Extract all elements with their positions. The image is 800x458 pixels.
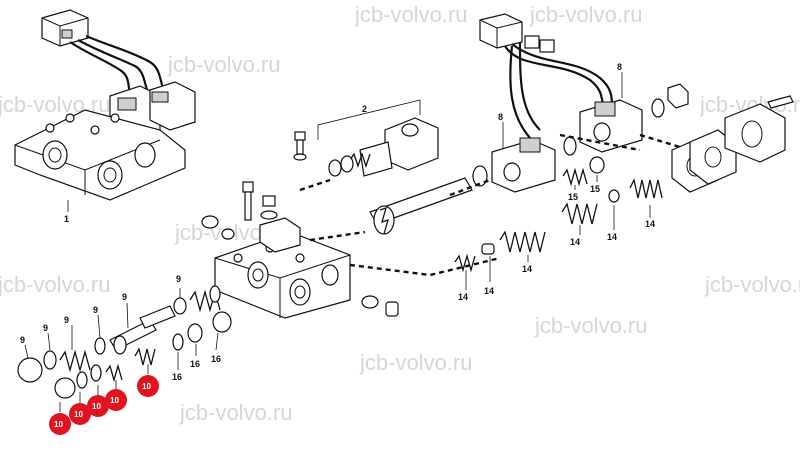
o-ring-icon — [340, 155, 354, 173]
part-label-14: 14 — [570, 237, 580, 247]
solenoid-cartridge-part-2: 2 — [299, 99, 439, 192]
valve-assembly-part-1: 1 — [14, 9, 196, 224]
highlight-marker — [69, 403, 91, 425]
watermark-text: jcb-volvo.ru — [359, 350, 472, 375]
o-ring-icon — [563, 136, 577, 156]
o-ring-icon — [173, 297, 187, 315]
main-valve-block — [214, 165, 501, 319]
highlight-marker — [137, 375, 159, 397]
watermark-text: jcb-volvo.ru — [534, 313, 647, 338]
cap-icon — [54, 377, 76, 399]
ball-icon — [589, 156, 605, 174]
o-ring-icon — [76, 371, 88, 389]
valve-body-icon — [14, 109, 186, 201]
part-label-9: 9 — [176, 274, 181, 284]
part-label-16: 16 — [172, 372, 182, 382]
highlight-marker — [49, 413, 71, 435]
o-ring-icon — [651, 98, 665, 118]
part-label-9: 9 — [93, 305, 98, 315]
watermark-text: jcb-volvo.ru — [354, 2, 467, 27]
spring-icon — [134, 347, 156, 366]
part-label-10: 10 — [74, 410, 83, 419]
highlighted-callouts-10: 10 10 10 10 10 — [49, 364, 159, 435]
o-ring-icon — [328, 159, 342, 177]
bolt-head-icon — [294, 131, 306, 141]
part-label-15: 15 — [568, 192, 578, 202]
part-label-16: 16 — [211, 354, 221, 364]
solenoid-assembly-part-8: 8 8 — [449, 13, 691, 197]
part-label-10: 10 — [142, 382, 151, 391]
part-label-14: 14 — [607, 232, 617, 242]
spring-icon — [59, 349, 91, 373]
part-label-14: 14 — [522, 264, 532, 274]
part-label-16: 16 — [190, 359, 200, 369]
plug-icon — [385, 301, 399, 317]
spring-icon — [562, 167, 588, 187]
part-label-14: 14 — [458, 292, 468, 302]
bolt-icon — [767, 95, 794, 109]
watermark-text: jcb-volvo.ru — [529, 2, 642, 27]
watermark-text: jcb-volvo.ru — [0, 272, 110, 297]
bolts-group — [201, 131, 307, 240]
o-ring-icon — [172, 333, 184, 351]
bolt-head-icon — [242, 181, 254, 193]
o-ring-icon — [212, 311, 232, 333]
washer-icon — [187, 323, 203, 343]
part-label-9: 9 — [122, 292, 127, 302]
end-cap-icon — [724, 103, 786, 163]
part-label-1: 1 — [64, 214, 69, 224]
part-label-14: 14 — [645, 219, 655, 229]
part-label-8: 8 — [617, 62, 622, 72]
part-label-15: 15 — [590, 184, 600, 194]
spring-icon — [499, 230, 546, 253]
nut-icon — [667, 83, 689, 109]
part-label-10: 10 — [54, 420, 63, 429]
end-cover-group — [671, 95, 794, 193]
washer-icon — [201, 215, 219, 229]
spring-icon — [454, 253, 476, 273]
highlight-marker — [87, 395, 109, 417]
spring-icon — [105, 363, 123, 383]
o-ring-icon — [90, 364, 102, 382]
o-ring-icon — [221, 228, 235, 240]
highlight-marker — [105, 389, 127, 411]
watermark-text: jcb-volvo.ru — [167, 52, 280, 77]
o-ring-icon — [472, 165, 488, 187]
plug-icon — [481, 243, 495, 255]
plug-icon — [262, 195, 276, 207]
solenoid-coil-icon — [149, 81, 196, 131]
part-label-14: 14 — [484, 286, 494, 296]
part-label-10: 10 — [92, 402, 101, 411]
part-label-9: 9 — [20, 335, 25, 345]
cap-icon — [17, 357, 43, 383]
watermark-text: jcb-volvo.ru — [704, 272, 800, 297]
part-label-10: 10 — [110, 396, 119, 405]
part-label-9: 9 — [43, 323, 48, 333]
part-label-8: 8 — [498, 112, 503, 122]
spring-set-14-15: 15 15 14 14 14 14 14 14 — [454, 156, 663, 302]
washer-icon — [361, 295, 379, 309]
o-ring-icon — [43, 350, 57, 370]
part-label-9: 9 — [64, 315, 69, 325]
connector-plug-icon — [479, 13, 523, 49]
spring-icon — [629, 178, 663, 199]
watermark-text: jcb-volvo.ru — [179, 400, 292, 425]
spool-set-9-16: 9 9 9 9 9 9 16 16 16 — [17, 274, 232, 399]
part-label-2: 2 — [362, 104, 367, 114]
spring-icon — [561, 202, 598, 225]
